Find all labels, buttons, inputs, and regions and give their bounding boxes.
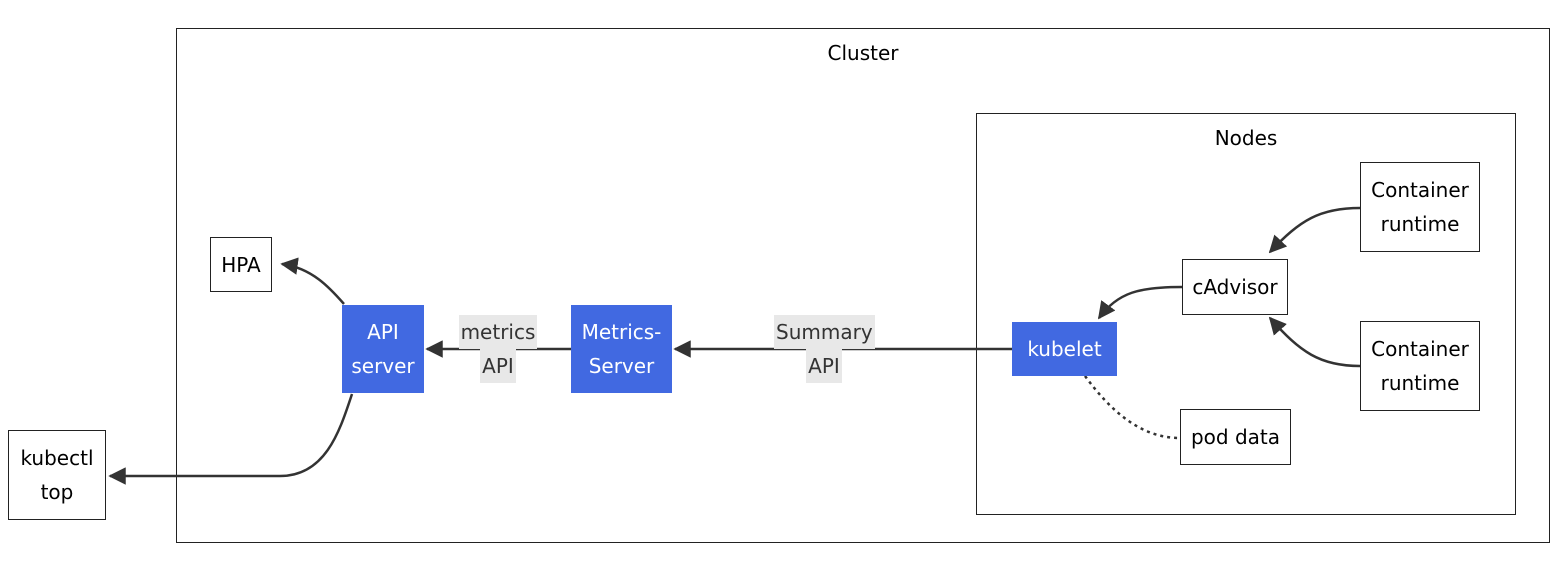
cluster-title: Cluster	[827, 41, 899, 65]
node-cadvisor: cAdvisor	[1182, 259, 1288, 315]
edge-runtime2-to-cadvisor	[1268, 316, 1361, 368]
edge-api-to-kubectl	[108, 393, 354, 485]
edge-label-metrics-api: metrics API	[452, 315, 544, 383]
edge-runtime1-to-cadvisor	[1268, 206, 1361, 254]
edge-cadvisor-to-kubelet	[1097, 285, 1183, 320]
nodes-title: Nodes	[1214, 126, 1278, 150]
node-hpa: HPA	[210, 237, 272, 292]
node-kubelet: kubelet	[1012, 322, 1117, 376]
edge-api-to-hpa	[280, 257, 345, 305]
node-pod-data: pod data	[1180, 409, 1291, 465]
edge-label-summary-api: Summary API	[774, 315, 875, 383]
edge-kubelet-to-pod-data	[1083, 375, 1181, 440]
node-metrics-server: Metrics-Server	[571, 305, 672, 393]
